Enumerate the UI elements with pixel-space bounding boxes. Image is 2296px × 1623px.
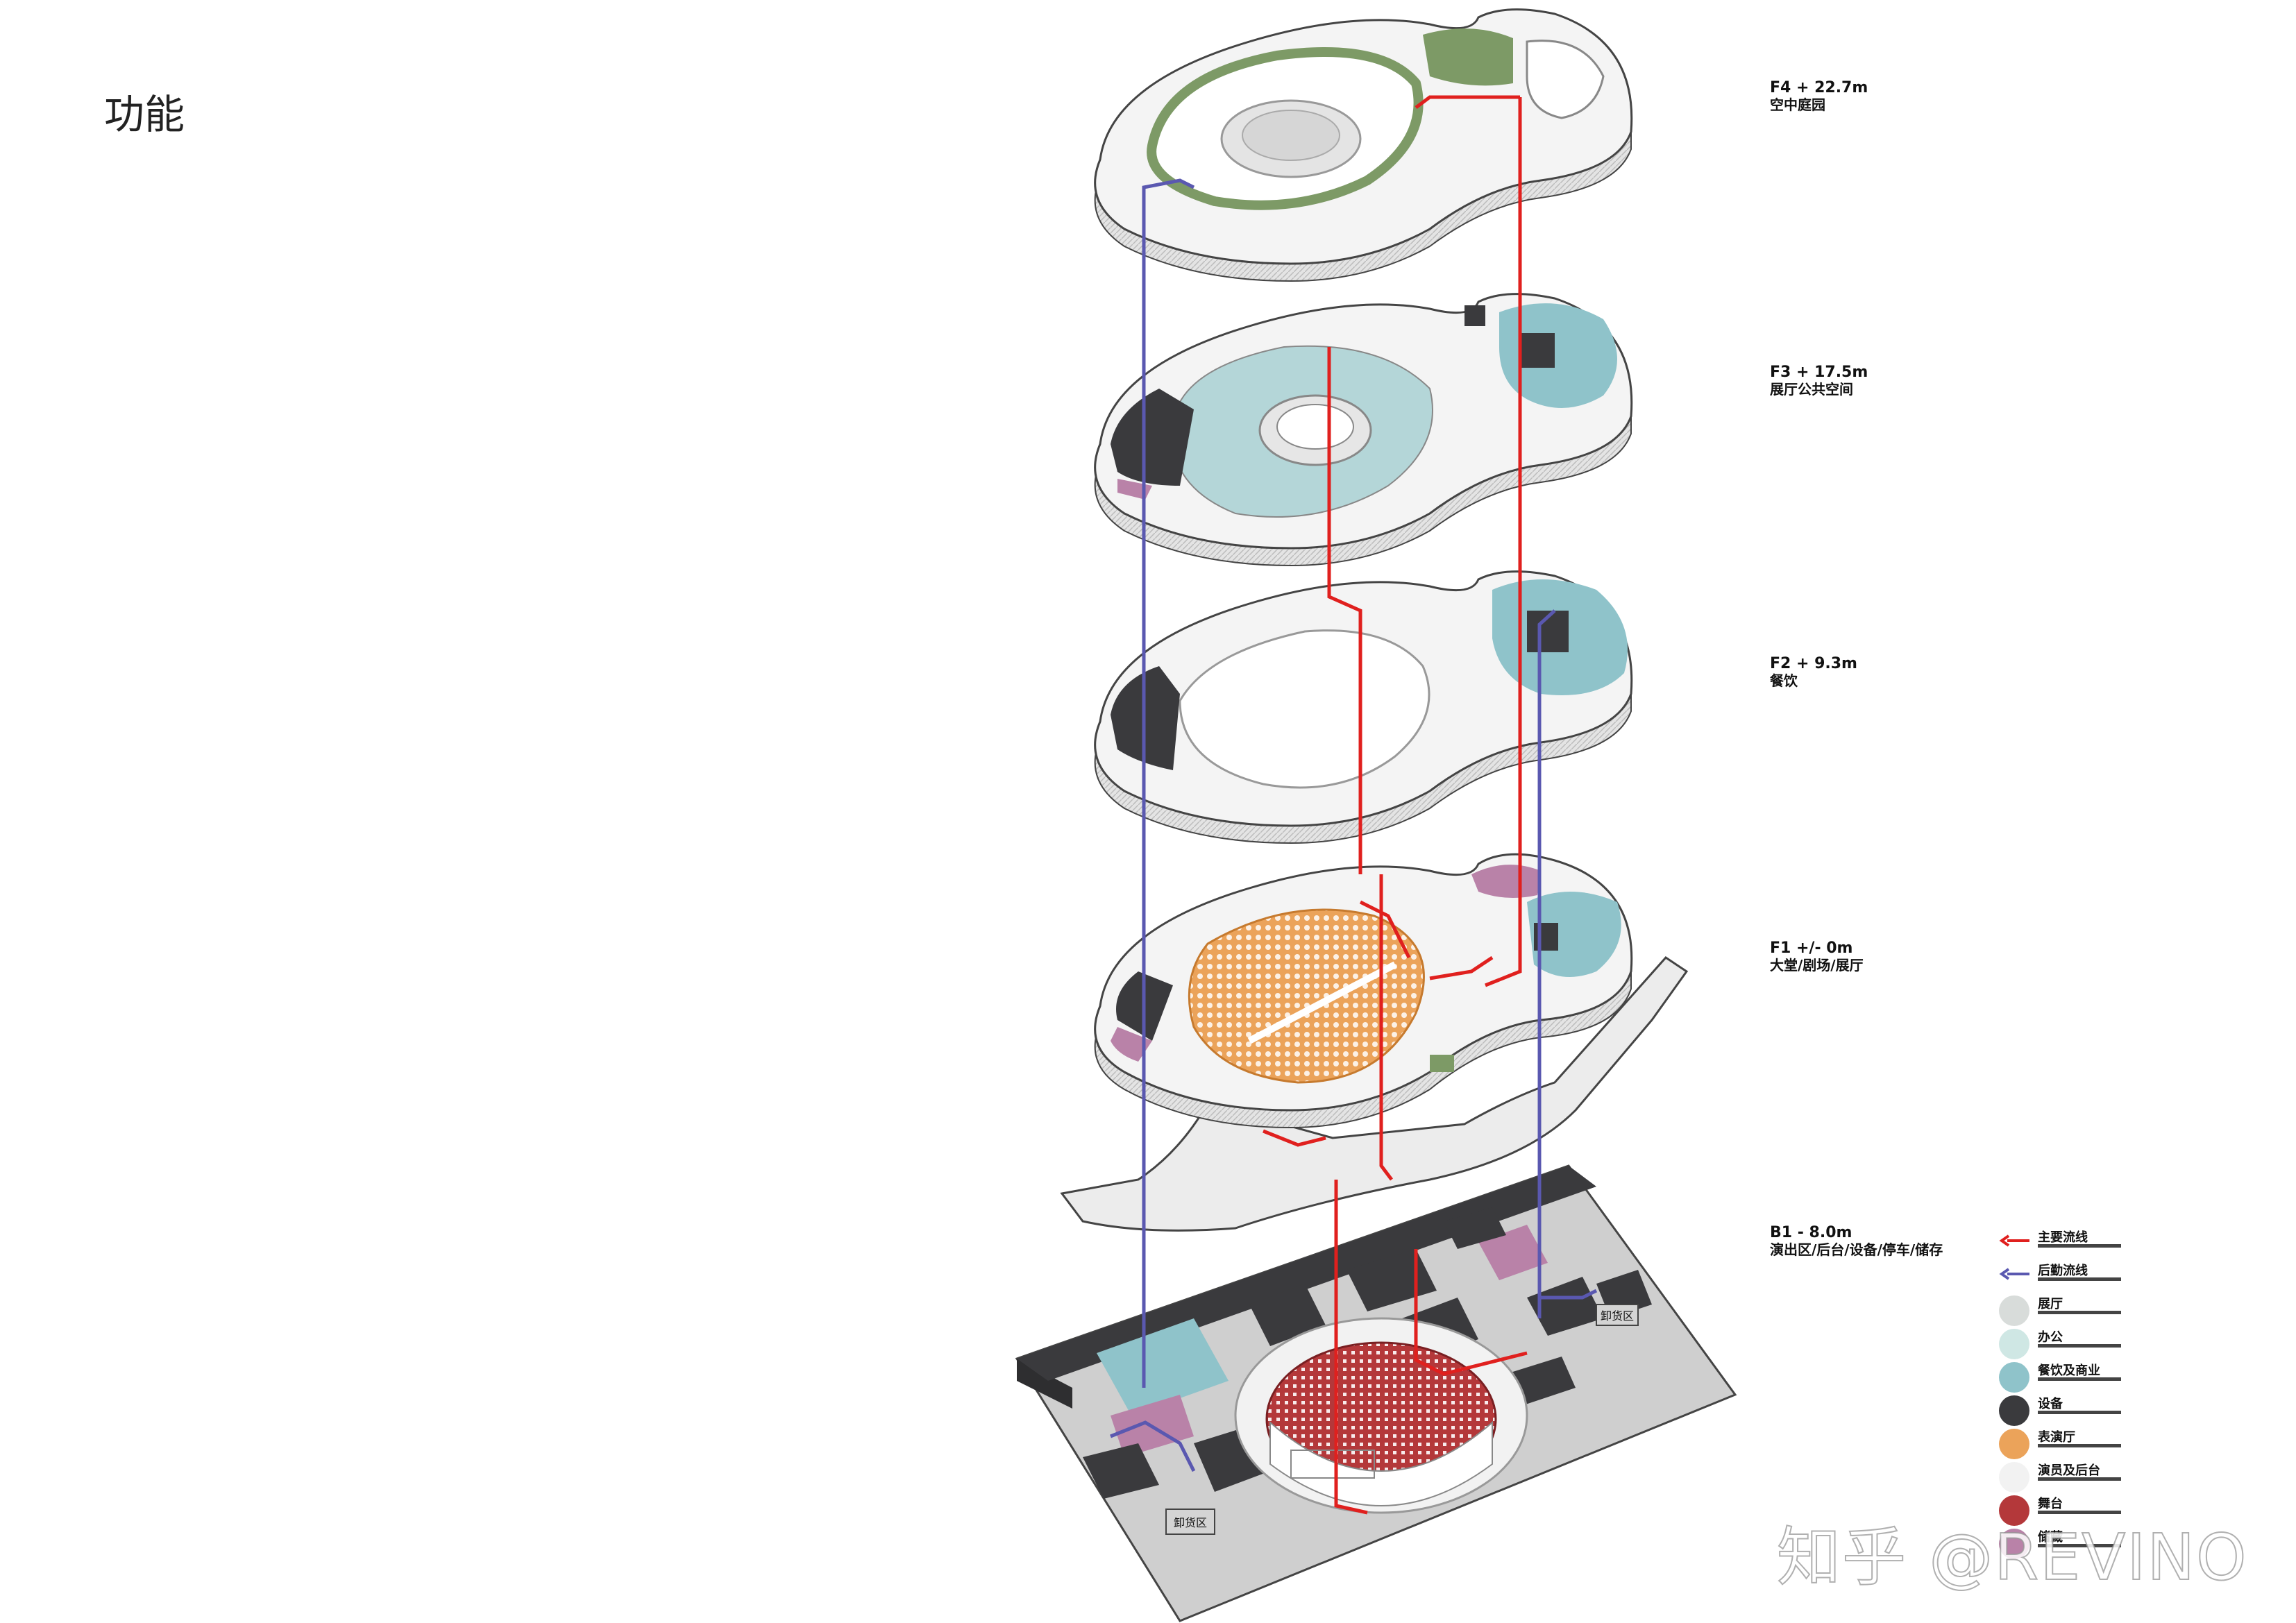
level-code: F3 + 17.5m xyxy=(1770,364,1868,381)
level-code: B1 - 8.0m xyxy=(1770,1224,1852,1241)
legend-swatch xyxy=(1999,1462,2029,1493)
legend-item: 办公 xyxy=(1999,1325,2249,1359)
legend-swatch xyxy=(1999,1495,2029,1526)
legend-item: 后勤流线 xyxy=(1999,1258,2249,1291)
page-title: 功能 xyxy=(104,91,185,138)
level-label-f1: F1 +/- 0m 大堂/剧场/展厅 xyxy=(1770,940,1864,974)
level-name: 空中庭园 xyxy=(1770,96,1825,113)
level-name: 演出区/后台/设备/停车/储存 xyxy=(1770,1241,1943,1258)
legend-label: 表演厅 xyxy=(2038,1430,2075,1445)
legend-sublabel-bar xyxy=(2038,1277,2121,1281)
legend-sublabel-bar xyxy=(2038,1544,2121,1547)
legend-label: 餐饮及商业 xyxy=(2038,1363,2100,1378)
level-code: F4 + 22.7m xyxy=(1770,79,1868,96)
level-label-f2: F2 + 9.3m 餐饮 xyxy=(1770,655,1857,690)
level-name: 大堂/剧场/展厅 xyxy=(1770,957,1864,974)
legend-label: 后勤流线 xyxy=(2038,1264,2088,1278)
legend-label: 舞台 xyxy=(2038,1497,2063,1511)
legend-swatch xyxy=(1999,1395,2029,1426)
legend-label: 办公 xyxy=(2038,1330,2063,1345)
legend-label: 储藏 xyxy=(2038,1530,2063,1545)
legend: 主要流线后勤流线展厅办公餐饮及商业设备表演厅演员及后台舞台储藏 xyxy=(1999,1225,2249,1559)
f1-auditorium xyxy=(1188,908,1425,1084)
legend-sublabel-bar xyxy=(2038,1311,2121,1314)
legend-sublabel-bar xyxy=(2038,1244,2121,1248)
legend-swatch xyxy=(1999,1295,2029,1326)
legend-item: 舞台 xyxy=(1999,1491,2249,1526)
level-name: 展厅公共空间 xyxy=(1770,381,1853,398)
legend-label: 演员及后台 xyxy=(2038,1463,2100,1478)
legend-sublabel-bar xyxy=(2038,1344,2121,1348)
level-code: F2 + 9.3m xyxy=(1770,655,1857,672)
legend-swatch xyxy=(1999,1329,2029,1359)
legend-item: 主要流线 xyxy=(1999,1225,2249,1258)
legend-sublabel-bar xyxy=(2038,1377,2121,1381)
main-flow-lines xyxy=(1263,95,1528,1515)
legend-swatch xyxy=(1999,1362,2029,1393)
watermark: 知乎 @REVINO xyxy=(1776,1520,2248,1595)
level-b1-plate xyxy=(1015,1164,1737,1622)
level-f3-plate xyxy=(1094,293,1633,567)
level-code: F1 +/- 0m xyxy=(1770,940,1853,957)
level-label-f4: F4 + 22.7m 空中庭园 xyxy=(1770,79,1868,114)
legend-item: 展厅 xyxy=(1999,1291,2249,1326)
legend-label: 展厅 xyxy=(2038,1297,2063,1311)
level-label-b1: B1 - 8.0m 演出区/后台/设备/停车/储存 xyxy=(1770,1224,1943,1259)
legend-label: 主要流线 xyxy=(2038,1230,2088,1245)
legend-arrow-icon xyxy=(1999,1268,2029,1280)
legend-label: 设备 xyxy=(2038,1397,2063,1411)
level-f2-plate xyxy=(1094,570,1633,844)
level-f4-plate xyxy=(1094,8,1633,282)
legend-item: 餐饮及商业 xyxy=(1999,1358,2249,1393)
b1-zone-label-b: 卸货区 xyxy=(1601,1309,1634,1323)
legend-item: 设备 xyxy=(1999,1391,2249,1426)
legend-sublabel-bar xyxy=(2038,1444,2121,1447)
legend-sublabel-bar xyxy=(2038,1411,2121,1414)
level-label-f3: F3 + 17.5m 展厅公共空间 xyxy=(1770,364,1868,398)
legend-arrow-icon xyxy=(1999,1234,2029,1247)
b1-zone-label-a: 卸货区 xyxy=(1174,1516,1207,1529)
legend-swatch xyxy=(1999,1529,2029,1559)
legend-item: 储藏 xyxy=(1999,1524,2249,1559)
legend-sublabel-bar xyxy=(2038,1511,2121,1514)
legend-item: 演员及后台 xyxy=(1999,1458,2249,1493)
legend-swatch xyxy=(1999,1429,2029,1459)
level-name: 餐饮 xyxy=(1770,672,1798,689)
level-f1-plate xyxy=(1060,853,1689,1232)
service-flow-lines xyxy=(1110,178,1598,1472)
b1-room-teal xyxy=(1097,1318,1229,1416)
legend-item: 表演厅 xyxy=(1999,1425,2249,1459)
legend-sublabel-bar xyxy=(2038,1477,2121,1481)
